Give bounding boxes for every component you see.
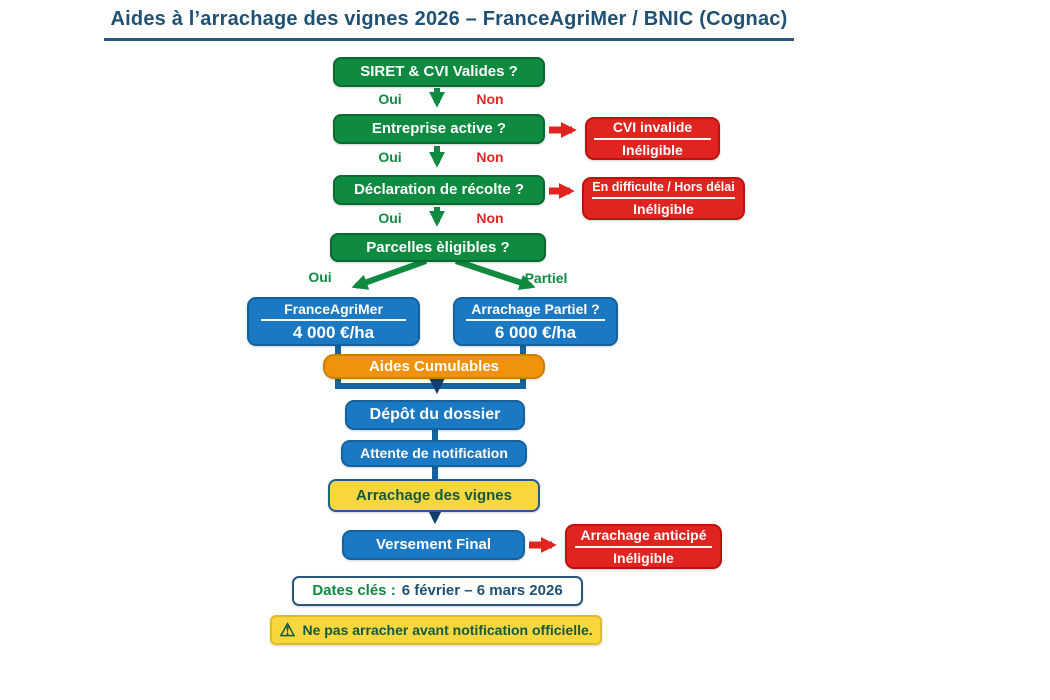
node-attente-notification: Attente de notification xyxy=(341,440,527,467)
node-declaration-label: Déclaration de récolte ? xyxy=(353,181,525,199)
reject-anticipe-line1: Arrachage anticipé xyxy=(580,527,707,544)
fam-value: 4 000 €/ha xyxy=(292,322,375,342)
arrow-parcelles-to-partiel xyxy=(455,258,536,291)
reject-cvi-line2: Inéligible xyxy=(622,141,683,158)
node-declaration-recolte: Déclaration de récolte ? xyxy=(333,175,545,205)
key-dates-value: 6 février – 6 mars 2026 xyxy=(401,582,563,600)
node-siret-cvi-valides: SIRET & CVI Valides ? xyxy=(333,57,545,87)
attente-label: Attente de notification xyxy=(360,445,508,462)
node-reject-arrachage-anticipe: Arrachage anticipé Inéligible xyxy=(565,524,722,569)
node-depot-dossier: Dépôt du dossier xyxy=(345,400,525,430)
arrachage-label: Arrachage des vignes xyxy=(356,486,512,504)
reject-delai-line2: Inéligible xyxy=(633,200,694,217)
key-dates-label: Dates clés : xyxy=(312,582,396,600)
node-siret-label: SIRET & CVI Valides ? xyxy=(360,63,518,81)
node-arrachage-vignes: Arrachage des vignes xyxy=(328,479,540,512)
reject-delai-divider xyxy=(591,196,736,199)
node-arrachage-partiel-aide: Arrachage Partiel ? 6 000 €/ha xyxy=(453,297,618,346)
warning-callout: ⚠ Ne pas arracher avant notification off… xyxy=(270,615,602,645)
warning-text: Ne pas arracher avant notification offic… xyxy=(302,621,593,638)
cumulables-label: Aides Cumulables xyxy=(368,357,500,375)
fam-title: FranceAgriMer xyxy=(284,300,383,317)
warning-icon: ⚠ xyxy=(279,620,296,640)
node-reject-cvi-invalide: CVI invalide Inéligible xyxy=(585,117,720,160)
reject-delai-line1: En difficulte / Hors délai xyxy=(592,180,735,195)
node-entreprise-label: Entreprise active ? xyxy=(371,120,507,138)
node-parcelles-eligibles: Parcelles èligibles ? xyxy=(330,233,546,262)
arrow-parcelles-to-franceagrimer xyxy=(351,258,428,290)
label-oui-parcelles: Oui xyxy=(308,269,332,285)
label-non-2: Non xyxy=(476,149,504,165)
partial-divider xyxy=(466,318,605,321)
label-non-1: Non xyxy=(476,91,504,107)
reject-anticipe-divider xyxy=(574,545,713,548)
label-oui-1: Oui xyxy=(378,91,402,107)
node-versement-final: Versement Final xyxy=(342,530,525,560)
label-oui-3: Oui xyxy=(378,210,402,226)
depot-label: Dépôt du dossier xyxy=(369,405,501,423)
label-partiel: Partiel xyxy=(524,270,568,286)
partial-title: Arrachage Partiel ? xyxy=(471,300,600,317)
label-non-3: Non xyxy=(476,210,504,226)
reject-cvi-divider xyxy=(593,137,712,140)
reject-anticipe-line2: Inéligible xyxy=(613,549,674,566)
node-reject-hors-delai: En difficulte / Hors délai Inéligible xyxy=(582,177,745,220)
reject-cvi-line1: CVI invalide xyxy=(612,119,693,136)
node-parcelles-label: Parcelles èligibles ? xyxy=(366,238,510,256)
fam-divider xyxy=(260,318,407,321)
key-dates-callout: Dates clés : 6 février – 6 mars 2026 xyxy=(292,576,583,606)
label-oui-2: Oui xyxy=(378,149,402,165)
versement-label: Versement Final xyxy=(375,536,492,554)
partial-value: 6 000 €/ha xyxy=(494,322,577,342)
node-franceagrimer-aide: FranceAgriMer 4 000 €/ha xyxy=(247,297,420,346)
node-aides-cumulables: Aides Cumulables xyxy=(323,354,545,379)
page-title: Aides à l’arrachage des vignes 2026 – Fr… xyxy=(104,8,794,41)
node-entreprise-active: Entreprise active ? xyxy=(333,114,545,144)
